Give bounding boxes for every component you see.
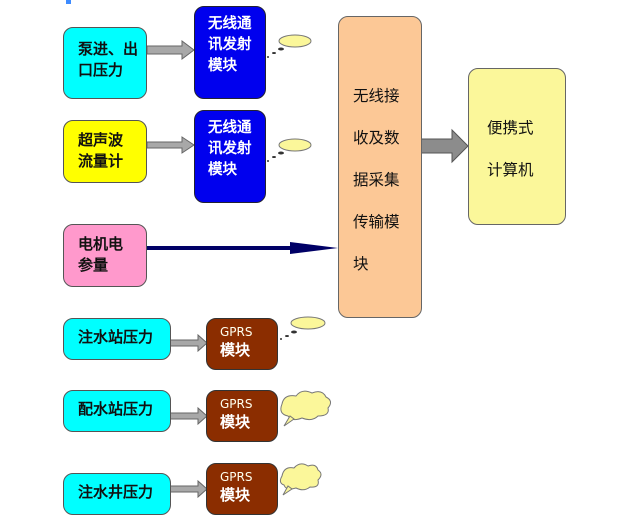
label-line: 模块 (208, 58, 237, 74)
gprs-title: GPRS (220, 325, 253, 339)
top-marker (66, 0, 71, 4)
arrow-1 (146, 40, 195, 60)
label-line: 收及数 (353, 129, 400, 147)
arrow-to-computer (420, 128, 469, 164)
cloud-icon (267, 34, 312, 58)
gprs-module-3: GPRS 模块 (206, 463, 278, 515)
label-line: 无线接 (353, 87, 400, 105)
gprs-title: GPRS (220, 397, 253, 411)
label-line: 计算机 (487, 161, 534, 179)
label-line: 口压力 (78, 61, 124, 79)
arrow-4 (169, 406, 208, 426)
label-line: 模块 (208, 162, 237, 178)
label-line: 注水井压力 (78, 483, 154, 501)
portable-computer: 便携式 计算机 (468, 68, 566, 225)
label-line: 无线通 (208, 120, 252, 136)
source-ultrasonic-flowmeter: 超声波 流量计 (63, 120, 147, 183)
cable-arrow (146, 242, 338, 254)
arrow-3 (169, 333, 208, 353)
label-line: 参量 (78, 256, 109, 274)
source-distribution-station-pressure: 配水站压力 (63, 390, 171, 432)
label-line: 便携式 (487, 119, 534, 137)
label-line: 注水站压力 (78, 328, 154, 346)
label-line: 泵进、出 (78, 40, 139, 58)
cloud-icon (280, 390, 332, 427)
gprs-module-1: GPRS 模块 (206, 318, 278, 370)
arrow-2 (146, 136, 195, 154)
wireless-transmitter-module-1: 无线通 讯发射 模块 (194, 6, 266, 99)
gprs-label: 模块 (220, 413, 251, 431)
gprs-title: GPRS (220, 470, 253, 484)
label-line: 讯发射 (208, 37, 252, 53)
label-line: 配水站压力 (78, 400, 154, 418)
label-line: 无线通 (208, 16, 252, 32)
gprs-label: 模块 (220, 486, 251, 504)
source-pump-pressure: 泵进、出 口压力 (63, 27, 147, 99)
wireless-transmitter-module-2: 无线通 讯发射 模块 (194, 110, 266, 203)
label-line: 流量计 (78, 152, 124, 170)
source-injection-station-pressure: 注水站压力 (63, 318, 171, 360)
gprs-label: 模块 (220, 341, 251, 359)
source-injection-well-pressure: 注水井压力 (63, 473, 171, 515)
arrow-5 (169, 479, 208, 499)
cloud-icon (280, 316, 326, 340)
label-line: 传输模 (353, 213, 400, 231)
label-line: 电机电 (78, 235, 124, 253)
cloud-icon (267, 138, 312, 162)
gprs-module-2: GPRS 模块 (206, 390, 278, 442)
source-motor-params: 电机电 参量 (63, 224, 147, 287)
label-line: 块 (353, 255, 369, 273)
label-line: 超声波 (78, 131, 124, 149)
receiver-module: 无线接 收及数 据采集 传输模 块 (338, 16, 422, 318)
cloud-icon (279, 463, 322, 496)
label-line: 据采集 (353, 171, 400, 189)
label-line: 讯发射 (208, 141, 252, 157)
